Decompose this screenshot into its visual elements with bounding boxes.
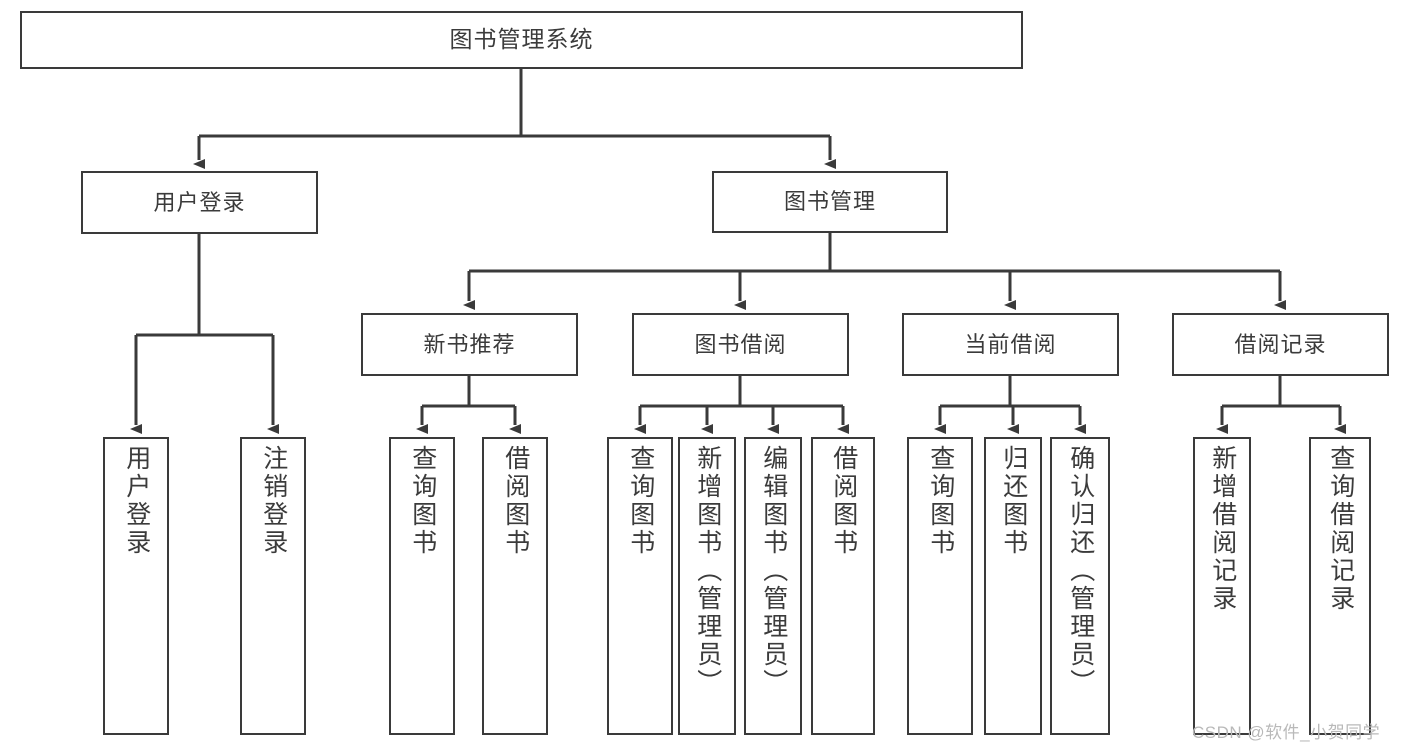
node-leaf-add-book[interactable]: 新增图书（管理员） bbox=[678, 437, 736, 735]
node-leaf-confirm-return-label: 确认归还（管理员） bbox=[1066, 445, 1095, 697]
node-user-login-label: 用户登录 bbox=[153, 189, 246, 215]
node-leaf-logout-login-label: 注销登录 bbox=[259, 445, 288, 557]
node-leaf-confirm-return[interactable]: 确认归还（管理员） bbox=[1050, 437, 1110, 735]
node-leaf-query-book-3[interactable]: 查询图书 bbox=[907, 437, 973, 735]
node-leaf-add-record[interactable]: 新增借阅记录 bbox=[1193, 437, 1251, 735]
node-leaf-query-book-1[interactable]: 查询图书 bbox=[389, 437, 455, 735]
node-book-management-label: 图书管理 bbox=[783, 189, 876, 215]
node-root[interactable]: 图书管理系统 bbox=[20, 11, 1023, 69]
node-book-management[interactable]: 图书管理 bbox=[712, 171, 948, 233]
node-root-label: 图书管理系统 bbox=[449, 26, 594, 53]
node-leaf-edit-book[interactable]: 编辑图书（管理员） bbox=[744, 437, 802, 735]
node-leaf-query-record[interactable]: 查询借阅记录 bbox=[1309, 437, 1371, 735]
node-leaf-borrow-book-1-label: 借阅图书 bbox=[501, 445, 530, 557]
node-current-borrow[interactable]: 当前借阅 bbox=[902, 313, 1119, 376]
node-borrow-record[interactable]: 借阅记录 bbox=[1172, 313, 1389, 376]
node-book-borrow[interactable]: 图书借阅 bbox=[632, 313, 849, 376]
node-leaf-query-book-2[interactable]: 查询图书 bbox=[607, 437, 673, 735]
node-leaf-query-book-3-label: 查询图书 bbox=[926, 445, 955, 557]
node-leaf-edit-book-label: 编辑图书（管理员） bbox=[759, 445, 788, 697]
node-leaf-user-login[interactable]: 用户登录 bbox=[103, 437, 169, 735]
node-leaf-user-login-label: 用户登录 bbox=[122, 445, 151, 557]
node-borrow-record-label: 借阅记录 bbox=[1234, 331, 1327, 357]
node-leaf-return-book-label: 归还图书 bbox=[999, 445, 1028, 557]
node-leaf-query-book-2-label: 查询图书 bbox=[626, 445, 655, 557]
node-leaf-logout-login[interactable]: 注销登录 bbox=[240, 437, 306, 735]
node-book-borrow-label: 图书借阅 bbox=[694, 331, 787, 357]
node-leaf-borrow-book-1[interactable]: 借阅图书 bbox=[482, 437, 548, 735]
node-leaf-borrow-book-2[interactable]: 借阅图书 bbox=[811, 437, 875, 735]
csdn-watermark: CSDN @软件_小贺同学 bbox=[1192, 723, 1381, 742]
node-new-book-recommend-label: 新书推荐 bbox=[423, 331, 516, 357]
node-leaf-query-book-1-label: 查询图书 bbox=[408, 445, 437, 557]
node-leaf-query-record-label: 查询借阅记录 bbox=[1326, 445, 1355, 613]
node-leaf-borrow-book-2-label: 借阅图书 bbox=[829, 445, 858, 557]
node-user-login[interactable]: 用户登录 bbox=[81, 171, 318, 234]
node-current-borrow-label: 当前借阅 bbox=[964, 331, 1057, 357]
node-new-book-recommend[interactable]: 新书推荐 bbox=[361, 313, 578, 376]
node-leaf-add-record-label: 新增借阅记录 bbox=[1208, 445, 1237, 613]
node-leaf-add-book-label: 新增图书（管理员） bbox=[693, 445, 722, 697]
node-leaf-return-book[interactable]: 归还图书 bbox=[984, 437, 1042, 735]
